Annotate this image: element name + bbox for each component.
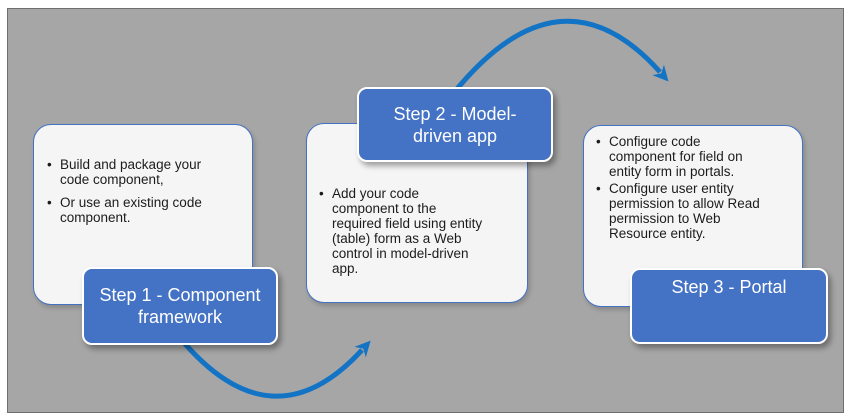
step3-card: • Configure code component for field on … (583, 125, 803, 307)
list-item: • Add your code component to the require… (319, 186, 527, 276)
step3-label: Step 3 - Portal (671, 277, 787, 297)
step2-label-box: Step 2 - Model-driven app (357, 87, 553, 162)
step1-bullet-1: Build and package your code component, (60, 157, 202, 187)
bullet-dot: • (596, 134, 601, 149)
bullet-dot: • (596, 181, 601, 196)
step1-bullet-2: Or use an existing code component. (60, 195, 202, 225)
step2-label: Step 2 - Model-driven app (393, 103, 517, 146)
bullet-dot: • (47, 157, 52, 172)
list-item: • Build and package your code component, (47, 157, 252, 187)
step3-label-box: Step 3 - Portal (630, 268, 828, 344)
bullet-dot: • (319, 186, 324, 201)
list-item: • Or use an existing code component. (47, 195, 252, 225)
list-item: • Configure user entity permission to al… (596, 181, 802, 241)
step2-bullet-1: Add your code component to the required … (332, 186, 483, 276)
bullet-dot: • (47, 195, 52, 210)
list-item: • Configure code component for field on … (596, 134, 802, 179)
step1-label: Step 1 - Component framework (99, 285, 261, 327)
step3-bullet-1: Configure code component for field on en… (609, 134, 743, 179)
step3-bullet-2: Configure user entity permission to allo… (609, 181, 760, 241)
step1-label-box: Step 1 - Component framework (82, 267, 278, 345)
